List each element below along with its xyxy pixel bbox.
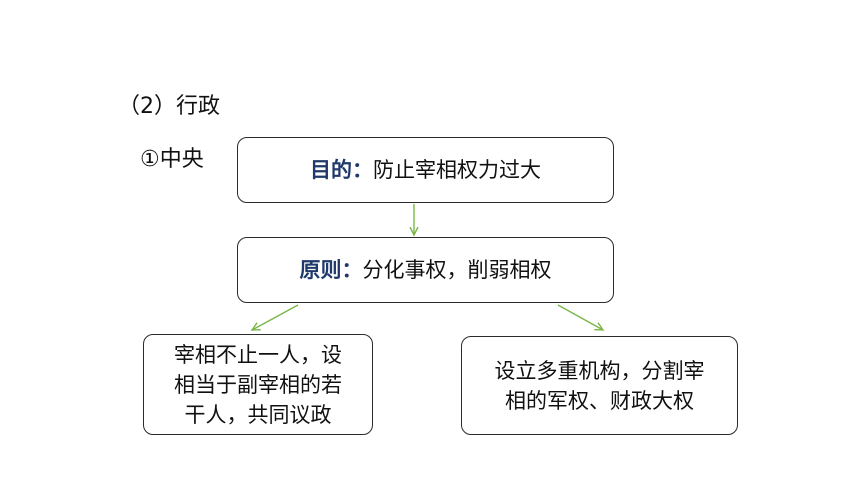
right-box-line: 相的军权、财政大权 [505, 388, 694, 413]
left-box-line: 宰相不止一人，设 [174, 342, 342, 367]
purpose-text: 防止宰相权力过大 [373, 158, 541, 182]
section-title: （2）行政 [118, 94, 220, 119]
arrow-principle-to-left [252, 304, 299, 330]
principle-box: 原则：分化事权，削弱相权 [237, 237, 614, 303]
principle-label: 原则： [299, 258, 363, 282]
principle-text: 分化事权，削弱相权 [362, 258, 552, 282]
left-result-box: 宰相不止一人，设 相当于副宰相的若 干人，共同议政 [143, 334, 373, 435]
purpose-box: 目的：防止宰相权力过大 [237, 137, 614, 203]
subsection-title: ①中央 [140, 147, 204, 172]
arrow-principle-to-right [557, 304, 603, 330]
left-box-line: 干人，共同议政 [184, 402, 332, 427]
right-result-box: 设立多重机构，分割宰 相的军权、财政大权 [461, 336, 738, 435]
right-box-line: 设立多重机构，分割宰 [494, 358, 705, 383]
purpose-label: 目的： [310, 158, 373, 182]
left-box-line: 相当于副宰相的若 [174, 372, 342, 397]
